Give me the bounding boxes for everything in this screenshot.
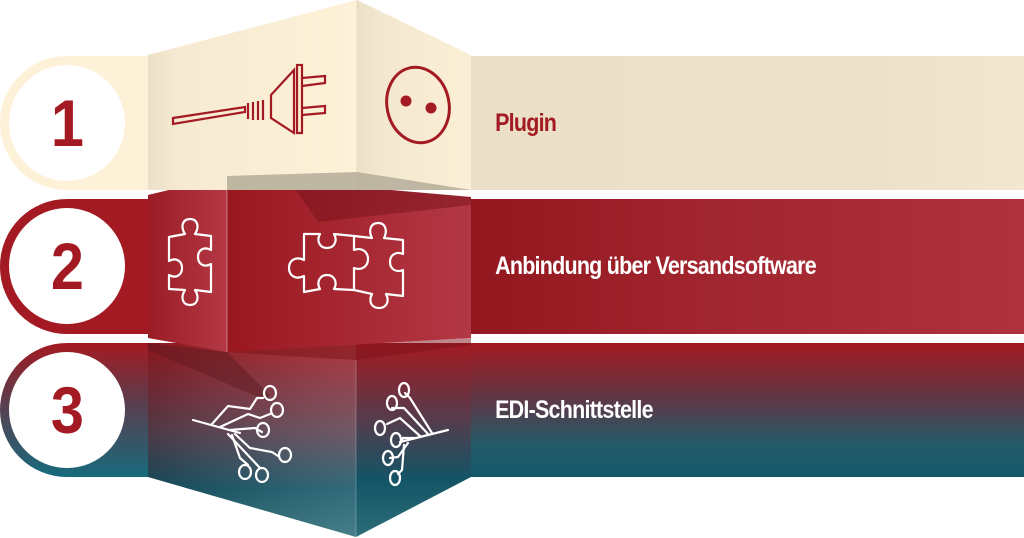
- step-2-label-bar: Anbindung über Versandsoftware: [471, 199, 1024, 334]
- step-3-row: 3 EDI-Schnittstelle: [0, 343, 1024, 477]
- step-3-label: EDI-Schnittstelle: [495, 395, 653, 424]
- step-3-label-bar: EDI-Schnittstelle: [471, 343, 1024, 477]
- step-2-tab: 2: [0, 199, 160, 334]
- step-1-tab: 1: [0, 56, 160, 190]
- step-1-row: 1 Plugin: [0, 56, 1024, 190]
- step-1-number-badge: 1: [9, 65, 125, 181]
- step-3-number-badge: 3: [9, 352, 125, 468]
- step-2-label: Anbindung über Versandsoftware: [495, 252, 817, 280]
- step-3-number: 3: [50, 373, 84, 447]
- step-1-label: Plugin: [495, 108, 557, 137]
- step-2-number: 2: [50, 229, 84, 303]
- step-3-tab: 3: [0, 343, 160, 477]
- step-1-label-bar: Plugin: [471, 56, 1024, 190]
- step-2-number-badge: 2: [9, 208, 125, 324]
- step-2-row: 2 Anbindung über Versandsoftware: [0, 199, 1024, 334]
- step-1-number: 1: [50, 86, 84, 160]
